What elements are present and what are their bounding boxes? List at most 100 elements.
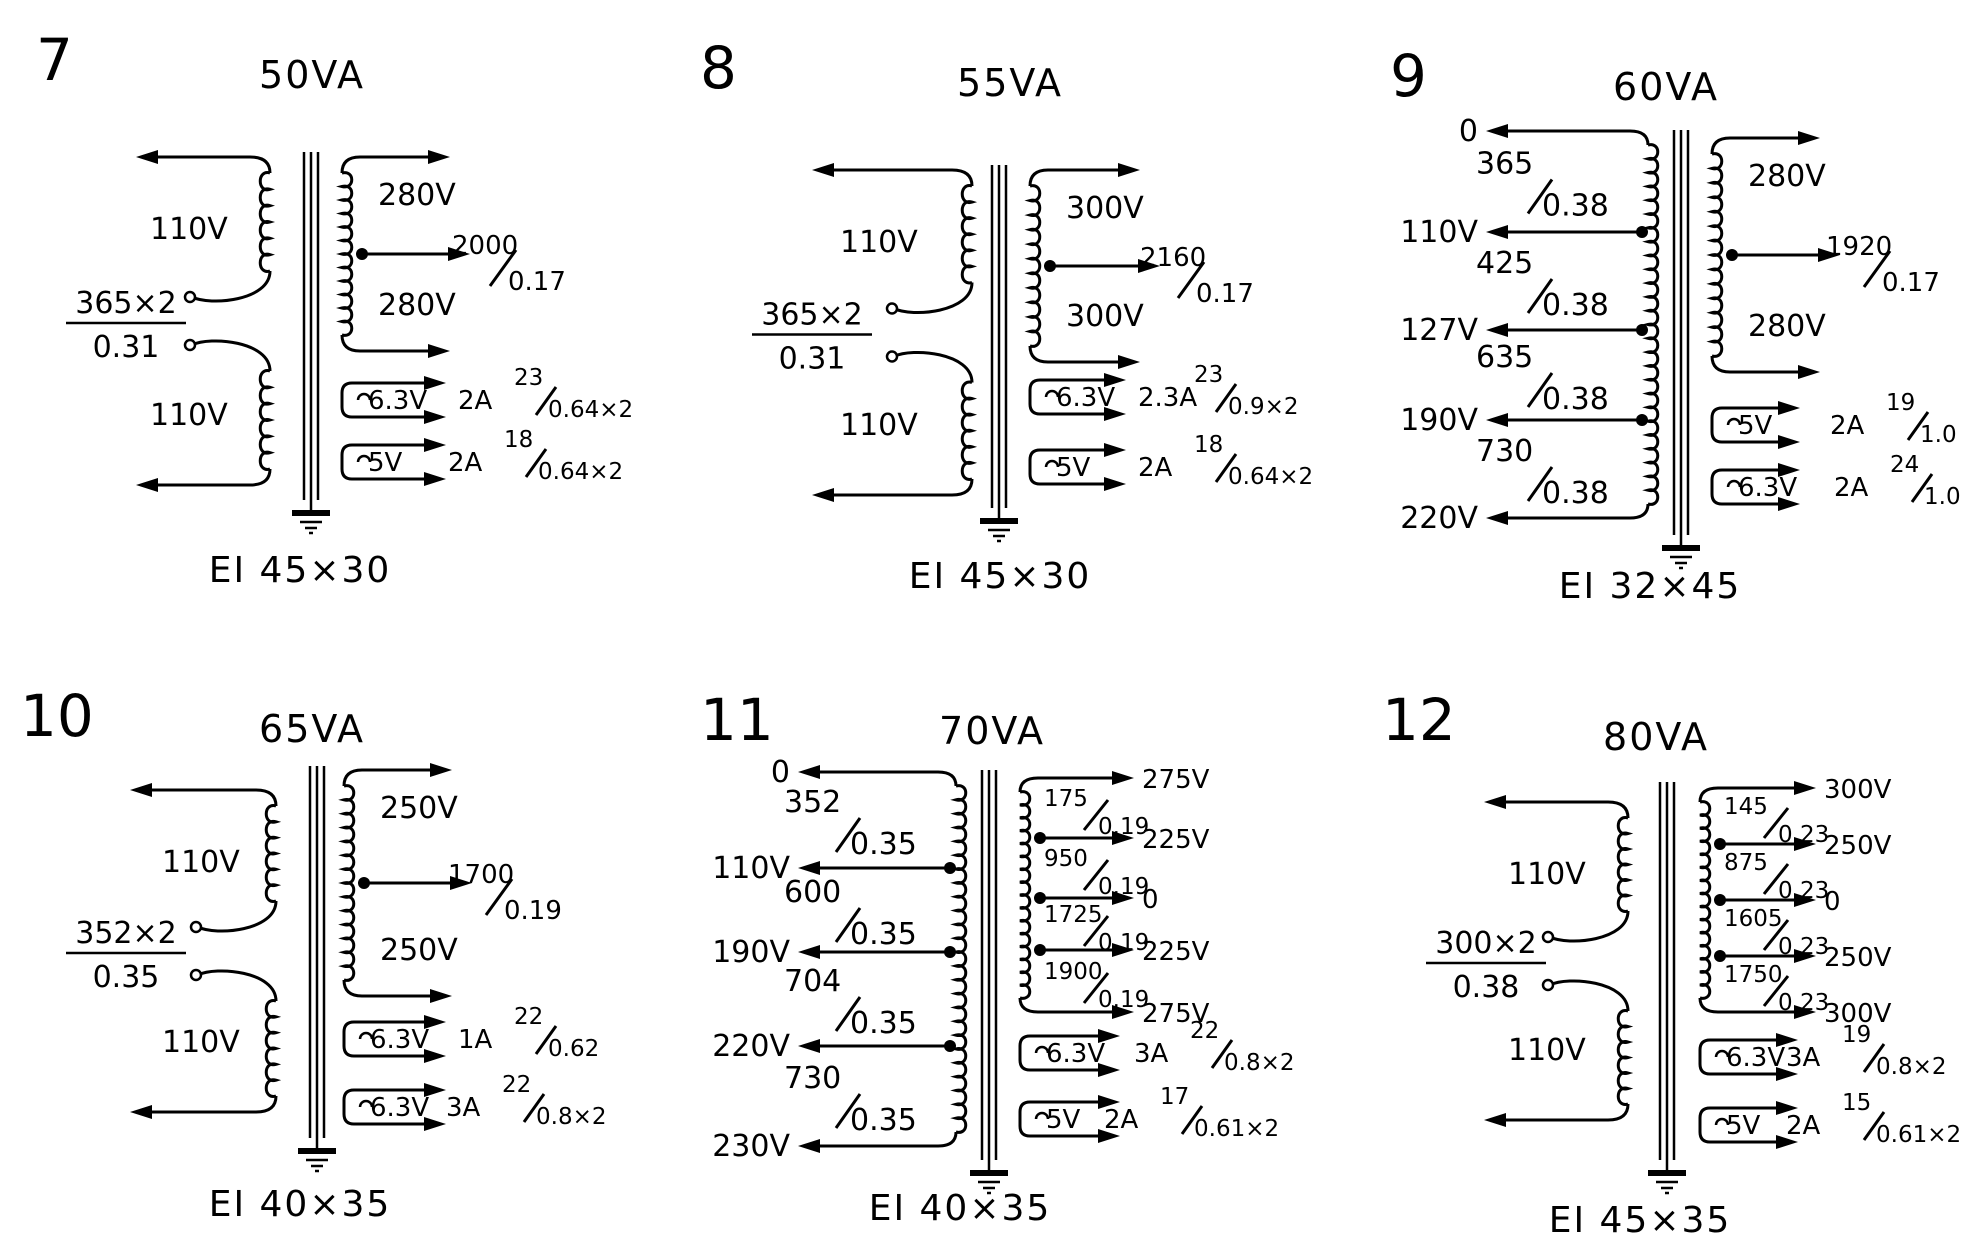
core-size: EI 32×45 [1559,566,1742,607]
power-rating: 80VA [1603,715,1709,759]
fraction-slash [1210,1039,1234,1069]
center-tap-lead-arrowhead [450,876,472,890]
fraction-slash [1082,915,1110,947]
fraction-slash [1862,250,1892,288]
turns-count: 22 [514,1004,543,1030]
tap-voltage: 0 [1142,885,1159,915]
tap-lead-2-arrowhead [1112,891,1134,905]
tap-lead-2-arrowhead [1486,323,1508,337]
primary-bottom-lead-arrowhead [812,488,834,502]
wire-diameter: 0.31 [779,342,846,377]
primary-upper-coil [258,171,276,273]
primary-tapped-coil [950,784,968,1134]
fraction-slash [1176,261,1206,299]
fraction-slash [1526,278,1554,314]
wire-diameter: 0.17 [508,267,566,297]
turns-count: 875 [1724,850,1768,876]
tap-lead-0-arrowhead [1794,781,1816,795]
heater-arrowhead [1778,401,1800,415]
tap-voltage: 0 [1459,114,1478,149]
wire-diameter: 0.9×2 [1228,394,1298,420]
turns-count: 22 [502,1072,531,1098]
winding-top-bend [1018,776,1039,793]
tap-voltage: 0 [771,755,790,790]
primary-lower-coil [264,999,282,1098]
heater-current: 3A [1134,1039,1169,1069]
wire-diameter: 0.62 [548,1036,599,1062]
fraction-slash [1862,1111,1886,1141]
secondary-bottom-lead-arrowhead [1798,365,1820,379]
wire-diameter: 0.23 [1778,990,1829,1016]
heater-voltage: 6.3V [370,1093,429,1123]
heater-coil-mark [1044,389,1060,398]
heater-voltage: 6.3V [370,1025,429,1055]
diagram-number: 11 [700,686,774,754]
tap-lead-2-arrowhead [1794,893,1816,907]
tap-lead-2-arrowhead [798,945,820,959]
wire-diameter: 0.19 [1098,930,1149,956]
wire-diameter: 0.61×2 [1876,1122,1961,1148]
turns-count: 18 [504,427,533,453]
heater-arrowhead [1776,1067,1798,1081]
core-size: EI 40×35 [209,1184,392,1225]
heater-arrowhead [1104,443,1126,457]
heater-arrowhead [1098,1029,1120,1043]
tap-voltage: 300V [1824,775,1892,805]
heater-loop [342,1088,432,1126]
fraction-slash [1082,799,1110,831]
fraction-slash [834,1093,862,1129]
wire-diameter: 0.8×2 [1876,1054,1946,1080]
primary-upper-voltage: 110V [150,212,228,247]
heater-loop [1710,406,1786,444]
secondary-lower-voltage: 280V [1748,309,1826,344]
primary-upper-voltage: 110V [1508,857,1586,892]
wire-diameter: 0.35 [850,827,917,862]
heater-voltage: 5V [1046,1105,1081,1135]
primary-lower-coil [258,369,276,471]
core-size: EI 40×35 [869,1188,1052,1229]
power-rating: 70VA [939,709,1045,753]
wire-diameter: 0.19 [504,896,562,926]
primary-bottom-lead-arrowhead [1484,1113,1506,1127]
fraction-slash [534,1025,558,1055]
fraction-slash [1762,919,1790,951]
diagram-number: 8 [700,34,737,102]
heater-current: 2A [448,448,483,478]
secondary-tapped-coil [1019,790,1032,1000]
fraction-slash [522,1093,546,1123]
secondary-bottom-lead-arrowhead [428,344,450,358]
center-tap-lead-arrowhead [448,247,470,261]
terminal-ring-lower [1541,978,1555,992]
secondary-coil [338,784,356,982]
diagram-number: 9 [1390,42,1427,110]
fraction-slash [484,878,514,916]
primary-lower-voltage: 110V [840,408,918,443]
wire-diameter: 0.64×2 [548,397,633,423]
secondary-upper-voltage: 300V [1066,191,1144,226]
secondary-tapped-coil [1699,800,1712,1000]
winding-bottom-bend [937,1131,958,1148]
wire-diameter: 0.38 [1542,189,1609,224]
primary-upper-voltage: 110V [840,225,918,260]
heater-loop [1018,1034,1106,1072]
heater-voltage: 5V [1738,411,1773,441]
heater-loop [1698,1106,1784,1144]
heater-loop [1028,378,1112,416]
turns-count: 425 [1476,246,1533,281]
terminal-ring-lower [189,968,203,982]
terminal-ring-upper [189,920,203,934]
heater-arrowhead [424,410,446,424]
fraction-slash [1762,863,1790,895]
wire-diameter: 0.23 [1778,934,1829,960]
heater-coil-mark [356,392,372,401]
heater-current: 2A [1138,453,1173,483]
